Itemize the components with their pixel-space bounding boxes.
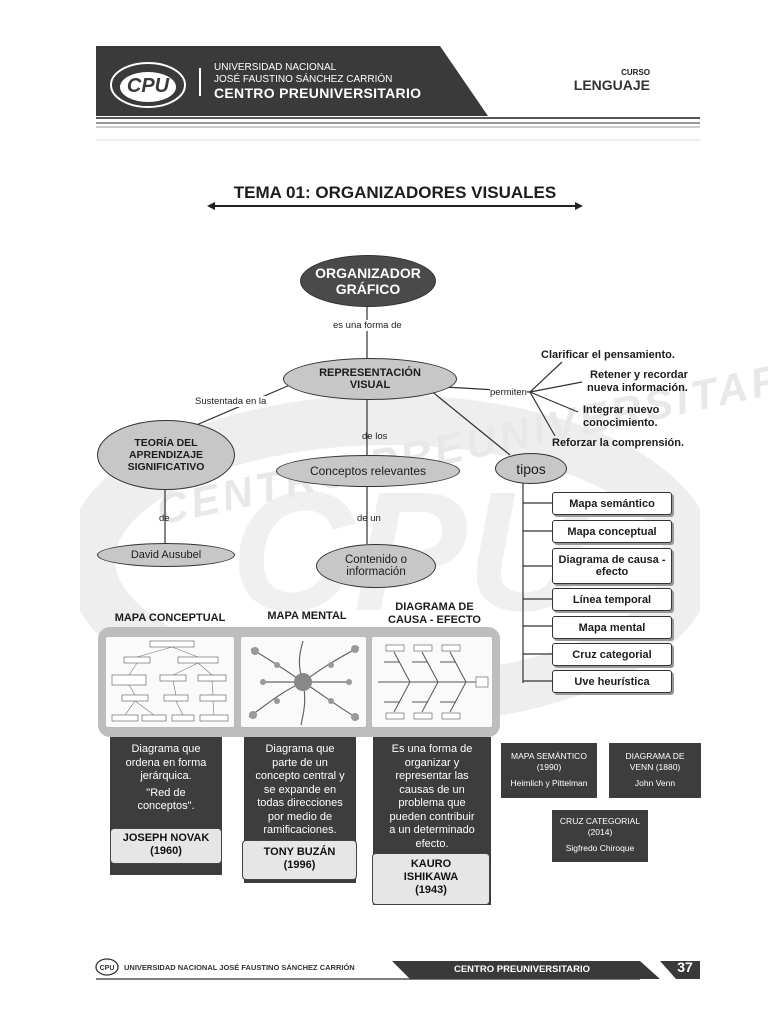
node-david-ausubel: David Ausubel (97, 543, 235, 567)
map-connectors (164, 305, 583, 683)
logo-icon (110, 62, 186, 108)
map-title-conceptual: MAPA CONCEPTUAL (114, 612, 226, 624)
university-line2: JOSÉ FAUSTINO SÁNCHEZ CARRIÓN (214, 74, 393, 85)
footer-university: UNIVERSIDAD NACIONAL JOSÉ FAUSTINO SÁNCH… (124, 963, 355, 972)
watermark: CPU (80, 395, 700, 725)
type-cruz-categorial: Cruz categorial (552, 643, 672, 666)
link-sustentada-en-la: Sustentada en la (195, 396, 267, 407)
type-mapa-semantico: Mapa semántico (552, 492, 672, 515)
type-uve-heuristica: Uve heurística (552, 670, 672, 693)
page-title: TEMA 01: ORGANIZADORES VISUALES (233, 183, 557, 202)
map-title-mental: MAPA MENTAL (267, 610, 347, 622)
header-banner (96, 46, 700, 141)
center-name: CENTRO PREUNIVERSITARIO (214, 85, 422, 101)
purpose-4: Reforzar la comprensión. (552, 437, 685, 449)
reference-diagrama-venn: DIAGRAMA DE VENN (1880) John Venn (609, 743, 701, 798)
footer-center: CENTRO PREUNIVERSITARIO (453, 964, 590, 975)
link-permiten: permiten (490, 387, 527, 398)
author-joseph-novak: JOSEPH NOVAK (1960) (110, 828, 222, 864)
type-diagrama-causa-efecto: Diagrama de causa - efecto (552, 548, 672, 584)
reference-cruz-categorial: CRUZ CATEGORIAL (2014) Sigfredo Chiroque (552, 810, 648, 862)
course-name: LENGUAJE (573, 77, 650, 93)
cpu-logo: CPU (108, 55, 188, 111)
type-mapa-mental: Mapa mental (552, 616, 672, 639)
link-de-un: de un (357, 513, 381, 524)
svg-text:CPU: CPU (100, 965, 115, 972)
link-de: de (159, 513, 170, 524)
link-de-los: de los (362, 431, 388, 442)
node-conceptos-relevantes: Conceptos relevantes (276, 455, 460, 487)
footer-logo-icon: CPU (95, 958, 119, 976)
thumbnail-mapa-conceptual (105, 636, 235, 728)
page-number: 37 (677, 959, 693, 975)
title-underline (207, 202, 583, 210)
type-linea-temporal: Línea temporal (552, 588, 672, 611)
link-es-una-forma-de: es una forma de (333, 320, 402, 331)
course-label: CURSO (621, 68, 650, 77)
footer-bar (96, 961, 700, 980)
university-line1: UNIVERSIDAD NACIONAL (214, 62, 337, 73)
author-kauro-ishikawa: KAURO ISHIKAWA (1943) (372, 853, 490, 905)
type-mapa-conceptual: Mapa conceptual (552, 520, 672, 543)
thumbnail-mapa-mental (240, 636, 367, 728)
purpose-2: Retener y recordar nueva información. (587, 369, 688, 394)
header-divider (199, 68, 201, 96)
author-tony-buzan: TONY BUZÁN (1996) (242, 840, 357, 880)
reference-mapa-semantico: MAPA SEMÁNTICO (1990) Heimlich y Pittelm… (501, 743, 597, 798)
node-tipos: tipos (495, 453, 567, 484)
map-title-causa-efecto: DIAGRAMA DE CAUSA - EFECTO (388, 601, 481, 626)
logo-text: CPU (126, 75, 170, 97)
purpose-3: Integrar nuevo conocimiento. (583, 404, 660, 429)
thumbnail-diagrama-causa-efecto (371, 636, 493, 728)
purpose-1: Clarificar el pensamiento. (541, 349, 675, 361)
